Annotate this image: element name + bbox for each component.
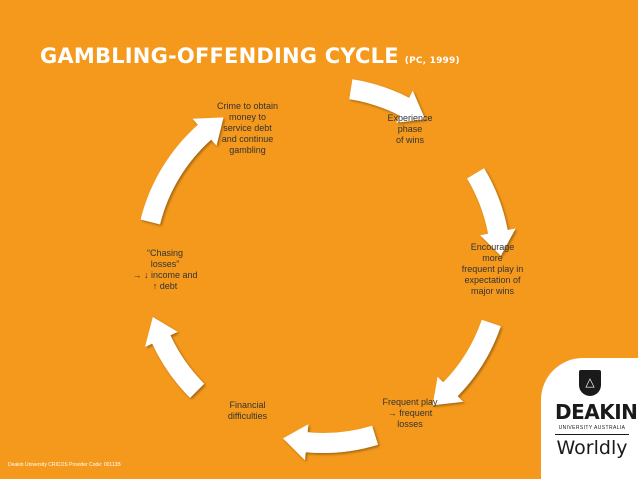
cycle-arrow-3	[432, 319, 501, 406]
logo-name: DEAKIN	[555, 400, 638, 424]
cycle-arrow-1	[349, 79, 426, 123]
footer-cricos: Deakin University CRICOS Provider Code: …	[8, 462, 121, 468]
deakin-crest-icon: △	[579, 370, 601, 396]
slide-title: GAMBLING-OFFENDING CYCLE (PC, 1999)	[40, 44, 460, 68]
logo-subtitle: UNIVERSITY AUSTRALIA	[558, 425, 626, 431]
title-citation: (PC, 1999)	[404, 56, 460, 66]
cycle-arrow-6	[140, 117, 224, 225]
deakin-logo: △ DEAKIN UNIVERSITY AUSTRALIA Worldly	[541, 358, 638, 479]
cycle-arrow-2	[467, 168, 516, 256]
logo-tagline: Worldly	[556, 437, 628, 459]
cycle-node-experience-wins: Experience phase of wins	[387, 113, 433, 145]
logo-divider	[555, 434, 629, 435]
cycle-arrow-5	[145, 317, 205, 398]
cycle-arrow-4	[283, 424, 378, 461]
cycle-node-encourage-play: Encourage more frequent play in expectat…	[461, 242, 524, 296]
cycle-node-frequent-losses: Frequent play → frequent losses	[382, 397, 438, 429]
cycle-node-financial-difficulties: Financial difficulties	[227, 400, 268, 421]
cycle-node-chasing-losses: “Chasing losses” → ↓ income and ↑ debt	[132, 248, 198, 291]
cycle-node-crime: Crime to obtain money to service debt an…	[216, 101, 279, 155]
title-text: GAMBLING-OFFENDING CYCLE	[40, 44, 399, 68]
